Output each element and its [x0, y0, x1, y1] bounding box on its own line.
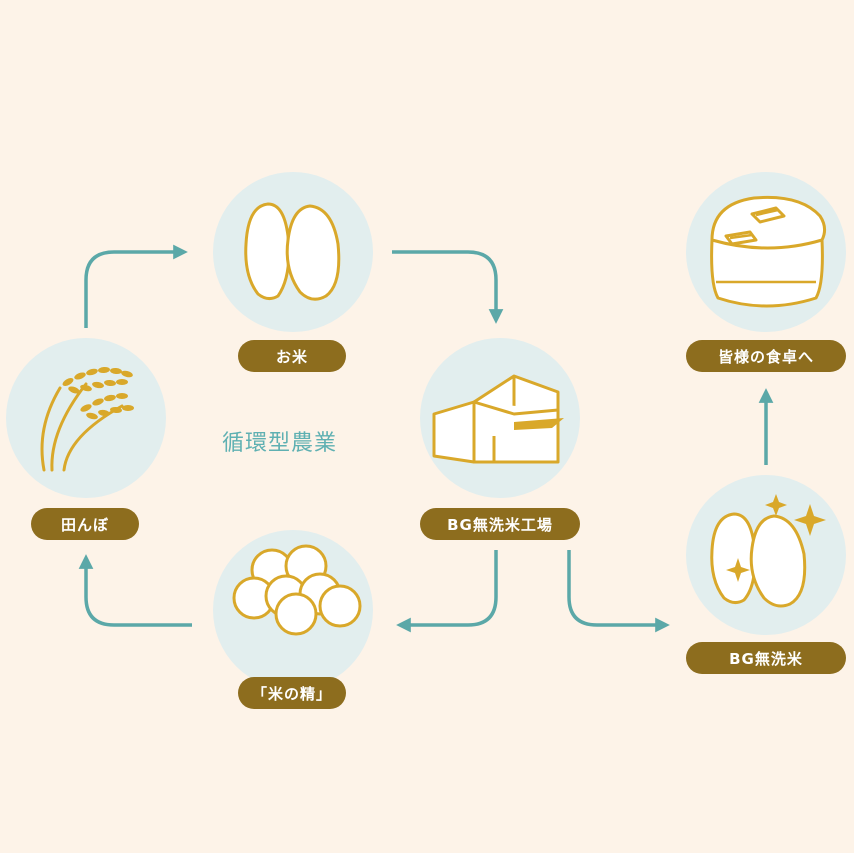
- rice-field-circle: [6, 338, 166, 498]
- pellets-icon: [232, 544, 362, 636]
- rice-grains-icon: [244, 202, 341, 301]
- arrow-factory-to-bgrice: [567, 550, 670, 633]
- rice-field-label: 田んぼ: [31, 508, 139, 540]
- table-label: 皆様の食卓へ: [686, 340, 846, 372]
- rice-label: お米: [238, 340, 346, 372]
- arrow-factory-to-essence: [396, 550, 498, 633]
- sparkling-rice-icon: [710, 494, 826, 608]
- cycle-title: 循環型農業: [222, 431, 338, 456]
- rice-cooker-icon: [710, 195, 827, 308]
- arrow-rice-to-factory: [392, 250, 504, 324]
- bg-rice-label: BG無洗米: [686, 642, 846, 674]
- rice-essence-label: 「米の精」: [238, 677, 346, 709]
- arrow-field-to-rice: [84, 244, 188, 328]
- factory-icon: [432, 374, 564, 464]
- rice-plant-icon: [40, 366, 134, 472]
- factory-label: BG無洗米工場: [420, 508, 580, 540]
- arrow-essence-to-field: [78, 554, 192, 627]
